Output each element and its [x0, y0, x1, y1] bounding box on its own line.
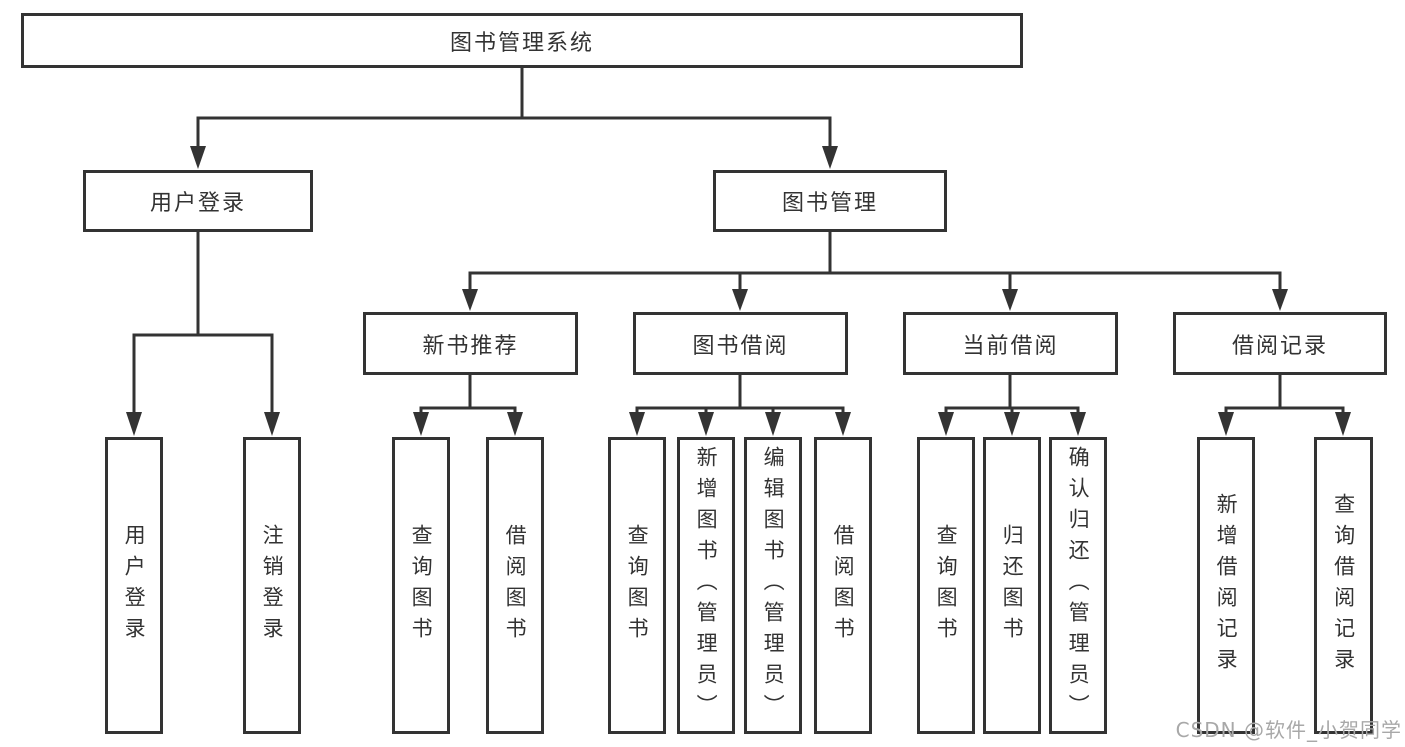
node-user-login: 用户登录: [83, 170, 313, 232]
node-book-borrowing: 图书借阅: [633, 312, 848, 375]
node-current-borrowing: 当前借阅: [903, 312, 1118, 375]
leaf-borrow-books-borrowing-label: 借阅图书: [831, 523, 856, 648]
node-new-book-recommendation: 新书推荐: [363, 312, 578, 375]
leaf-add-books-admin-label: 新增图书（管理员）: [694, 446, 719, 725]
leaf-query-books-recommend: 查询图书: [392, 437, 450, 734]
leaf-confirm-return-admin: 确认归还（管理员）: [1049, 437, 1107, 734]
leaf-user-login-label: 用户登录: [122, 523, 147, 648]
leaf-user-login: 用户登录: [105, 437, 163, 734]
leaf-logout-login: 注销登录: [243, 437, 301, 734]
leaf-query-borrow-record: 查询借阅记录: [1314, 437, 1373, 734]
leaf-add-borrow-record: 新增借阅记录: [1197, 437, 1255, 734]
leaf-logout-login-label: 注销登录: [260, 523, 285, 648]
leaf-query-books-recommend-label: 查询图书: [409, 523, 434, 648]
leaf-query-books-current-label: 查询图书: [934, 523, 959, 648]
leaf-edit-books-admin: 编辑图书（管理员）: [744, 437, 802, 734]
leaf-confirm-return-admin-label: 确认归还（管理员）: [1066, 446, 1091, 725]
leaf-edit-books-admin-label: 编辑图书（管理员）: [761, 446, 786, 725]
node-library-system: 图书管理系统: [21, 13, 1023, 68]
leaf-borrow-books-borrowing: 借阅图书: [814, 437, 872, 734]
leaf-add-books-admin: 新增图书（管理员）: [677, 437, 735, 734]
leaf-return-books-label: 归还图书: [1000, 523, 1025, 648]
leaf-borrow-books-recommend-label: 借阅图书: [503, 523, 528, 648]
leaf-borrow-books-recommend: 借阅图书: [486, 437, 544, 734]
leaf-add-borrow-record-label: 新增借阅记录: [1214, 492, 1239, 679]
leaf-query-books-borrowing-label: 查询图书: [625, 523, 650, 648]
node-book-management: 图书管理: [713, 170, 947, 232]
leaf-query-borrow-record-label: 查询借阅记录: [1331, 492, 1356, 679]
node-borrowing-records: 借阅记录: [1173, 312, 1387, 375]
leaf-query-books-borrowing: 查询图书: [608, 437, 666, 734]
leaf-query-books-current: 查询图书: [917, 437, 975, 734]
watermark-text: CSDN @软件_小贺同学: [1175, 718, 1402, 742]
leaf-return-books: 归还图书: [983, 437, 1041, 734]
